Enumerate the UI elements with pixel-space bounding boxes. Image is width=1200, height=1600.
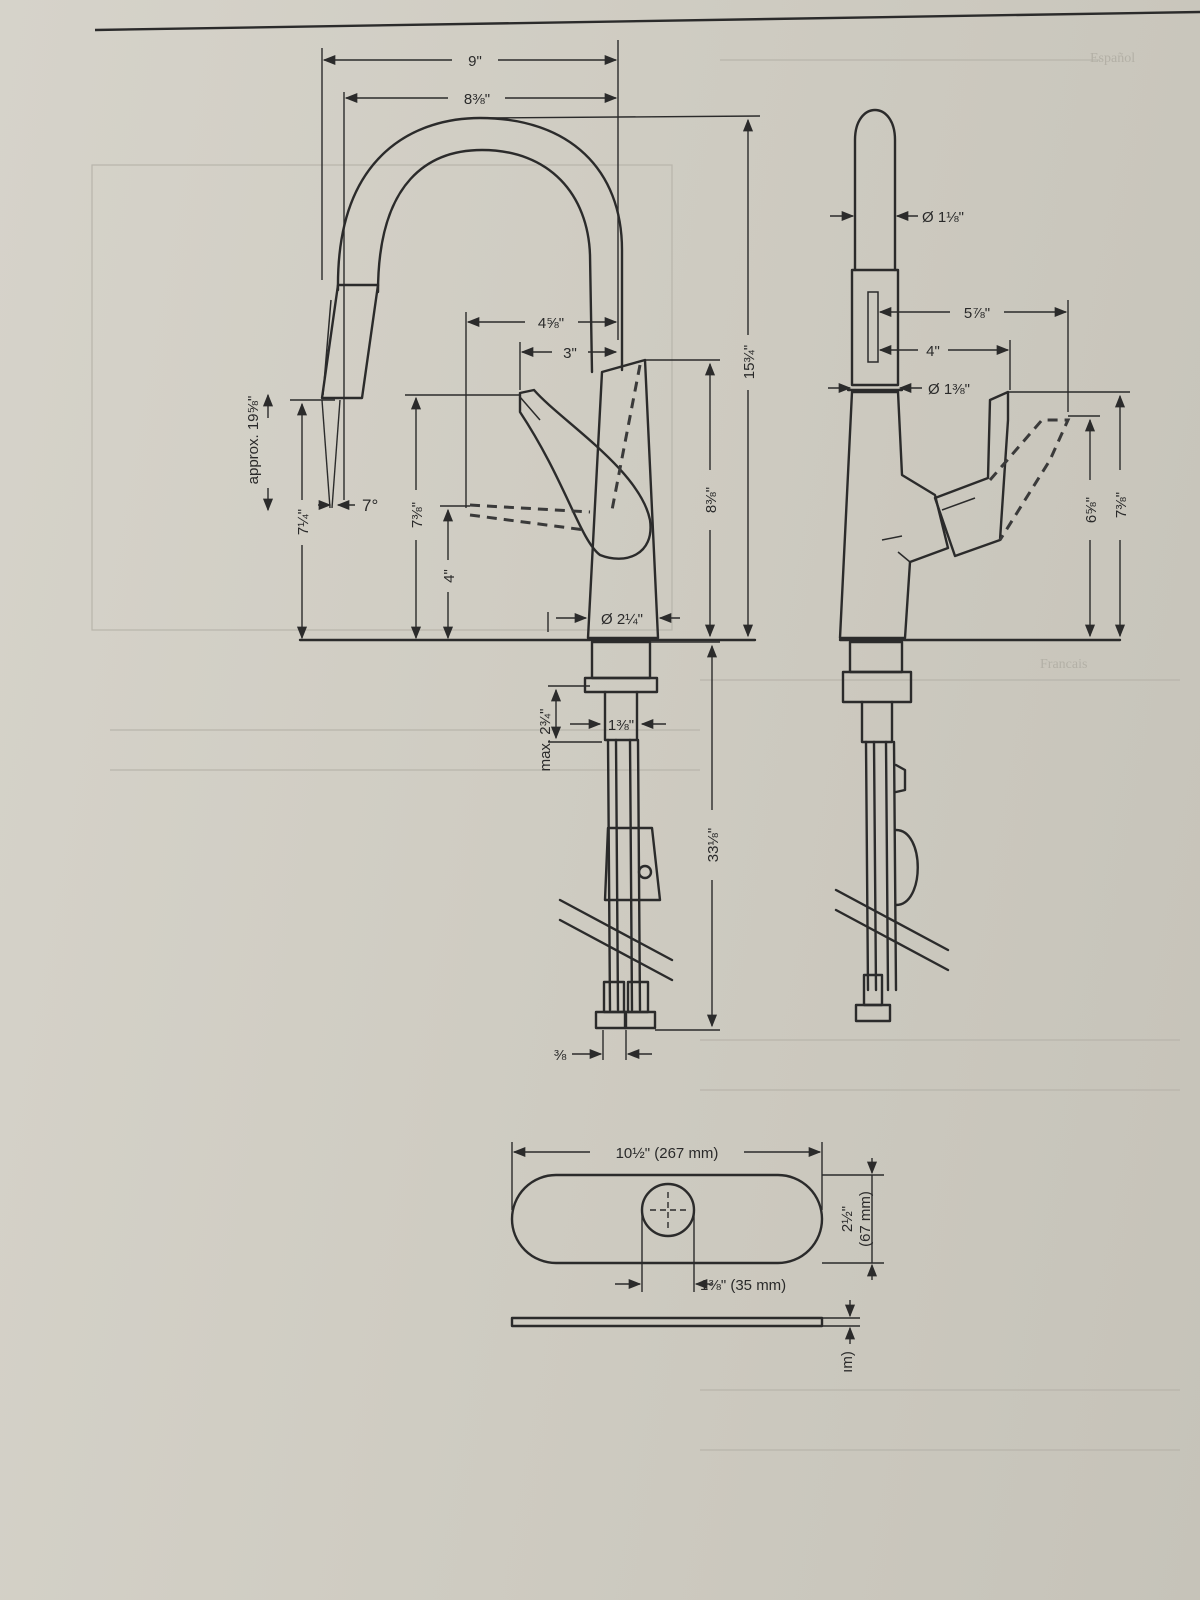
dim-width-outer: 9" (468, 53, 482, 70)
dim-handle-offset: 3" (563, 345, 577, 362)
dim-total-height: 15¾" (741, 345, 758, 380)
dim-handle-depth-outer: 5⅞" (964, 305, 990, 322)
dim-handle-height-low: 6⅝" (1083, 497, 1100, 523)
dim-plate-length: 10½" (267 mm) (616, 1145, 719, 1162)
dim-pullout-reach: approx. 19⅝" (245, 396, 262, 485)
deck-plate (510, 1173, 824, 1328)
dim-spray-height: 7¼" (295, 509, 312, 535)
dim-connection: ⅜ (554, 1047, 567, 1064)
ghost-background: Español Francais (91, 51, 1180, 1451)
dim-handle-reach: 4⅝" (538, 315, 564, 332)
dim-handle-height: 7⅜" (409, 502, 426, 528)
side-view-faucet (834, 109, 1122, 1023)
ghost-text-2: Francais (1040, 657, 1087, 672)
dim-spout-diameter: Ø 1⅛" (922, 209, 964, 226)
dim-width-inner: 8⅜" (464, 91, 490, 108)
top-rule (94, 10, 1200, 32)
front-view-dimensions: 9" 8⅜" 15¾" 4⅝" 3" 8⅜" 7⅜" 4" (245, 40, 761, 1064)
dim-base-diameter: Ø 2¼" (601, 611, 643, 628)
dim-plate-hole: 1⅜" (35 mm) (700, 1277, 786, 1294)
front-view-faucet (298, 116, 757, 1030)
dim-body-height: 8⅜" (703, 487, 720, 513)
dim-shank-diameter: 1⅜" (608, 717, 634, 734)
side-view-dimensions: Ø 1⅛" 5⅞" 4" Ø 1⅜" 7⅜" 6⅝" (828, 209, 1130, 638)
dim-hose-length: 33⅛" (705, 828, 722, 863)
ghost-text-1: Español (1090, 51, 1135, 66)
dim-plate-width: 2½" (839, 1206, 856, 1232)
dim-max-deck: max. 2¾" (537, 709, 554, 772)
dim-neck-diameter: Ø 1⅜" (928, 381, 970, 398)
dim-spray-angle: 7° (362, 496, 378, 515)
dim-plate-width-mm: (67 mm) (857, 1191, 874, 1247)
dim-handle-height-high: 7⅜" (1113, 492, 1130, 518)
dim-handle-depth-inner: 4" (926, 343, 940, 360)
dim-handle-low: 4" (441, 569, 458, 583)
dim-plate-thickness: ım) (839, 1351, 856, 1373)
deck-plate-dimensions: 10½" (267 mm) 2½" (67 mm) 1⅜" (35 mm) ım… (511, 1142, 884, 1373)
